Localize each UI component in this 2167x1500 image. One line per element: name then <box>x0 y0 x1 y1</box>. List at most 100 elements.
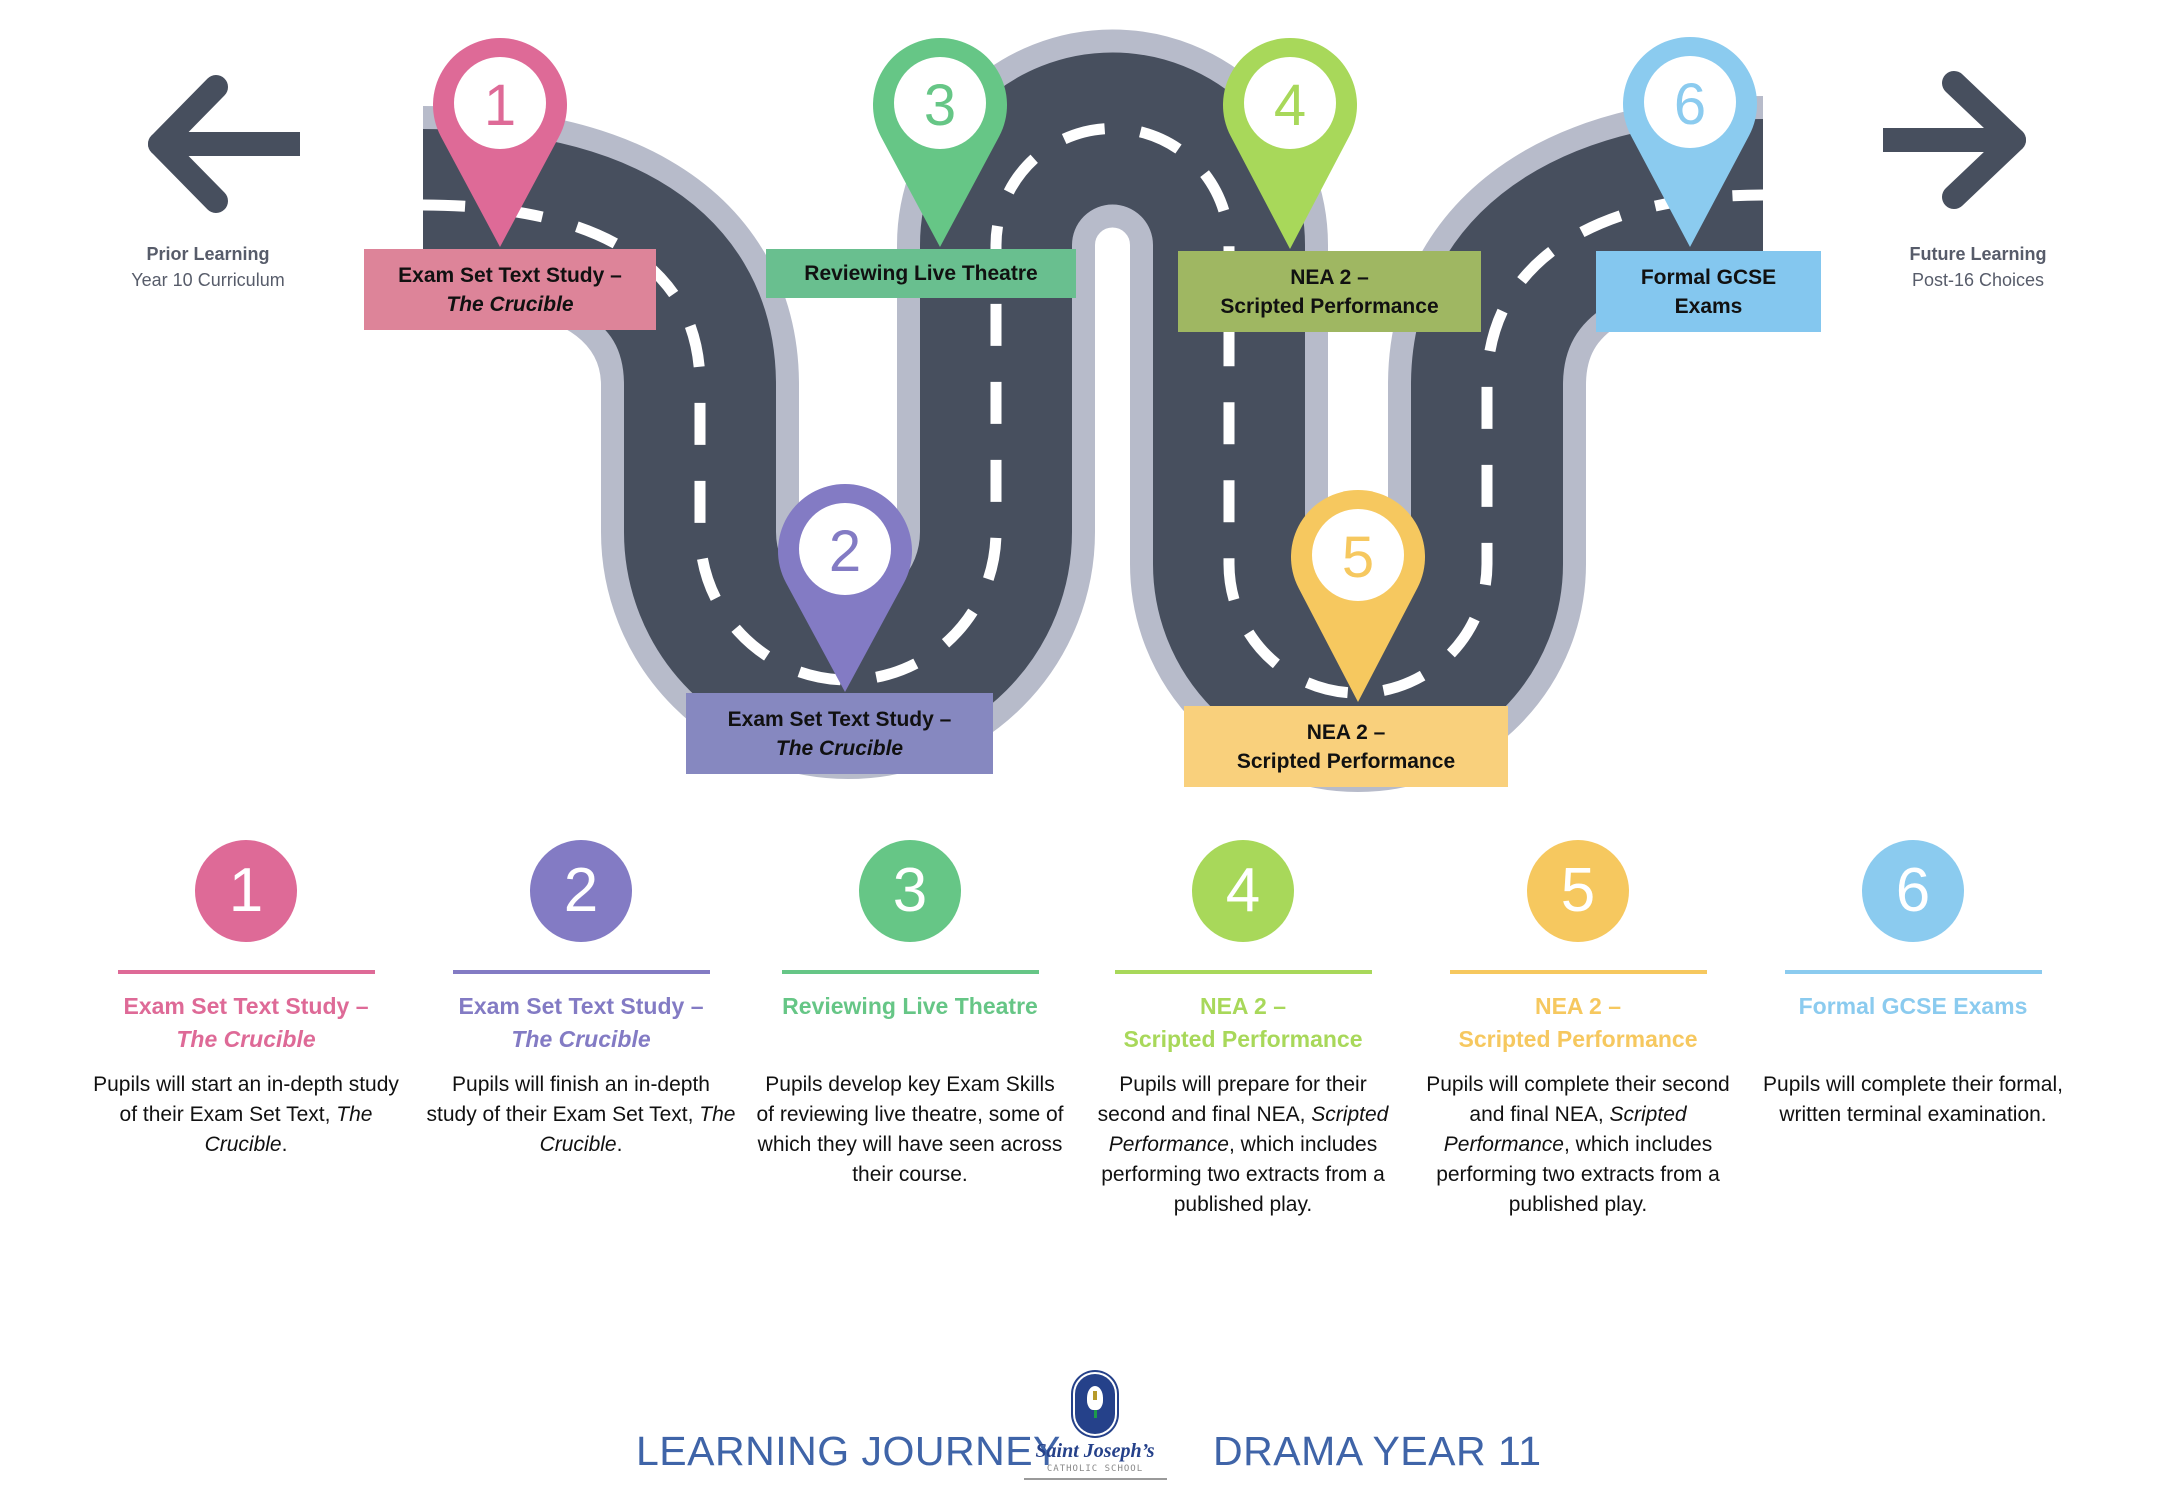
stage-description-text: Pupils will complete their second and fi… <box>1426 1073 1730 1126</box>
road <box>300 29 1883 792</box>
pin-label-6: Formal GCSE Exams <box>1596 251 1821 332</box>
stage-divider <box>781 970 1039 974</box>
pin-label-1: Exam Set Text Study – The Crucible <box>364 249 656 330</box>
stage-column-5: 5 NEA 2 – Scripted Performance Pupils wi… <box>1418 840 1738 1220</box>
pin-label-5: NEA 2 – Scripted Performance <box>1184 706 1508 787</box>
stage-number-badge: 2 <box>530 840 632 942</box>
stage-description-italic: Scripted Performance <box>1108 1103 1389 1156</box>
map-pin-3: 3 <box>873 38 1007 247</box>
stage-title: Reviewing Live Theatre <box>750 990 1070 1056</box>
pin-label-4: NEA 2 – Scripted Performance <box>1178 251 1481 332</box>
stage-title-line1: Reviewing Live Theatre <box>782 993 1038 1019</box>
stage-title: NEA 2 – Scripted Performance <box>1418 990 1738 1056</box>
stage-number-badge: 6 <box>1862 840 1964 942</box>
footer-drama-year: DRAMA YEAR 11 <box>1213 1428 1542 1474</box>
map-pin-number: 6 <box>1674 72 1706 137</box>
stage-description: Pupils develop key Exam Skills of review… <box>750 1070 1070 1190</box>
stage-number-badge: 5 <box>1527 840 1629 942</box>
future-learning-title: Future Learning <box>1909 244 2047 264</box>
stage-divider <box>1784 970 2042 974</box>
map-pin-number: 4 <box>1274 73 1306 138</box>
stage-description-tail: , which includes performing two extracts… <box>1101 1133 1385 1216</box>
stage-title-line2: Scripted Performance <box>1458 1026 1698 1052</box>
map-pin-4: 4 <box>1223 37 1357 250</box>
prior-learning-title: Prior Learning <box>146 244 270 264</box>
pin-label-1-line2: The Crucible <box>446 292 574 316</box>
stage-description-text: Pupils will prepare for their second and… <box>1097 1073 1367 1126</box>
pin-label-2: Exam Set Text Study – The Crucible <box>686 693 993 774</box>
stage-description-italic: The Crucible <box>204 1103 373 1156</box>
stage-column-3: 3 Reviewing Live Theatre Pupils develop … <box>750 840 1070 1190</box>
school-subtitle: CATHOLIC SCHOOL <box>1046 1464 1144 1474</box>
map-pin-number: 3 <box>924 73 956 138</box>
stage-title-line2: Scripted Performance <box>1123 1026 1363 1052</box>
prior-learning-caption: Prior Learning Year 10 Curriculum <box>78 241 338 293</box>
footer-learning-journey: LEARNING JOURNEY <box>636 1428 1061 1474</box>
stage-number-badge: 4 <box>1192 840 1294 942</box>
map-pin-5: 5 <box>1291 490 1425 702</box>
prior-learning-subtitle: Year 10 Curriculum <box>131 270 285 290</box>
pin-label-4-line1: NEA 2 – <box>1290 265 1369 289</box>
map-pin-inner <box>1312 509 1404 601</box>
stage-description-italic: Scripted Performance <box>1443 1103 1687 1156</box>
stage-description-text: Pupils will finish an in-depth study of … <box>426 1073 710 1126</box>
stage-column-6: 6 Formal GCSE Exams Pupils will complete… <box>1753 840 2073 1130</box>
pin-label-2-line2: The Crucible <box>775 736 904 760</box>
stage-title: Formal GCSE Exams <box>1753 990 2073 1056</box>
map-pin-inner <box>454 57 546 149</box>
stage-title-line1: Exam Set Text Study – <box>458 993 704 1019</box>
stage-number-badge: 1 <box>195 840 297 942</box>
stage-description-tail: . <box>616 1133 623 1156</box>
school-logo: Saint Joseph’s CATHOLIC SCHOOL <box>1022 1370 1168 1482</box>
stage-description-italic: The Crucible <box>539 1103 736 1156</box>
map-pin-inner <box>1244 57 1336 149</box>
stage-description: Pupils will start an in-depth study of t… <box>86 1070 406 1160</box>
logo-divider <box>1023 1478 1167 1480</box>
pin-label-6-line1: Formal GCSE <box>1640 265 1777 289</box>
pin-label-3: Reviewing Live Theatre <box>766 249 1076 298</box>
stage-column-4: 4 NEA 2 – Scripted Performance Pupils wi… <box>1083 840 1403 1220</box>
stage-description-tail: . <box>281 1133 288 1156</box>
stage-title-line1: Exam Set Text Study – <box>123 993 369 1019</box>
map-pin-2: 2 <box>778 483 912 692</box>
stage-number-badge: 3 <box>859 840 961 942</box>
stage-title-line2: The Crucible <box>176 1026 316 1052</box>
stage-description: Pupils will complete their formal, writt… <box>1753 1070 2073 1130</box>
stage-divider <box>1449 970 1707 974</box>
map-pin-6: 6 <box>1623 36 1757 248</box>
stage-column-1: 1 Exam Set Text Study – The Crucible Pup… <box>86 840 406 1160</box>
future-learning-subtitle: Post-16 Choices <box>1911 270 2045 290</box>
lane-markings <box>422 123 1764 699</box>
stage-divider <box>117 970 375 974</box>
pin-label-5-line1: NEA 2 – <box>1306 720 1386 744</box>
pin-label-1-line1: Exam Set Text Study – <box>398 263 622 287</box>
future-learning-caption: Future Learning Post-16 Choices <box>1848 241 2108 293</box>
map-pin-1: 1 <box>433 38 567 247</box>
pin-label-4-line2: Scripted Performance <box>1220 294 1439 318</box>
stage-description: Pupils will prepare for their second and… <box>1083 1070 1403 1220</box>
map-pin-inner <box>799 503 891 595</box>
stage-title: NEA 2 – Scripted Performance <box>1083 990 1403 1056</box>
stage-title: Exam Set Text Study – The Crucible <box>421 990 741 1056</box>
school-name: Saint Joseph’s <box>1035 1440 1155 1462</box>
stage-column-2: 2 Exam Set Text Study – The Crucible Pup… <box>421 840 741 1160</box>
stage-title-line1: NEA 2 – <box>1534 993 1622 1019</box>
stage-title-line1: NEA 2 – <box>1199 993 1287 1019</box>
stage-description-text: Pupils develop key Exam Skills of review… <box>756 1073 1064 1186</box>
map-pin-inner <box>1644 56 1736 148</box>
stage-description-tail: , which includes performing two extracts… <box>1436 1133 1720 1216</box>
stage-description: Pupils will complete their second and fi… <box>1418 1070 1738 1220</box>
stage-title-line1: Formal GCSE Exams <box>1798 993 2028 1019</box>
map-pin-number: 1 <box>484 73 516 138</box>
map-pins: 1 2 3 4 5 6 <box>433 36 1757 702</box>
stage-divider <box>1114 970 1372 974</box>
map-pin-number: 2 <box>829 519 861 584</box>
map-pin-number: 5 <box>1342 525 1374 590</box>
stage-description-text: Pupils will complete their formal, writt… <box>1763 1073 2063 1126</box>
school-crest-icon <box>1075 1374 1115 1434</box>
stage-title: Exam Set Text Study – The Crucible <box>86 990 406 1056</box>
map-pin-inner <box>894 57 986 149</box>
stage-description: Pupils will finish an in-depth study of … <box>421 1070 741 1160</box>
pin-label-2-line1: Exam Set Text Study – <box>727 707 952 731</box>
